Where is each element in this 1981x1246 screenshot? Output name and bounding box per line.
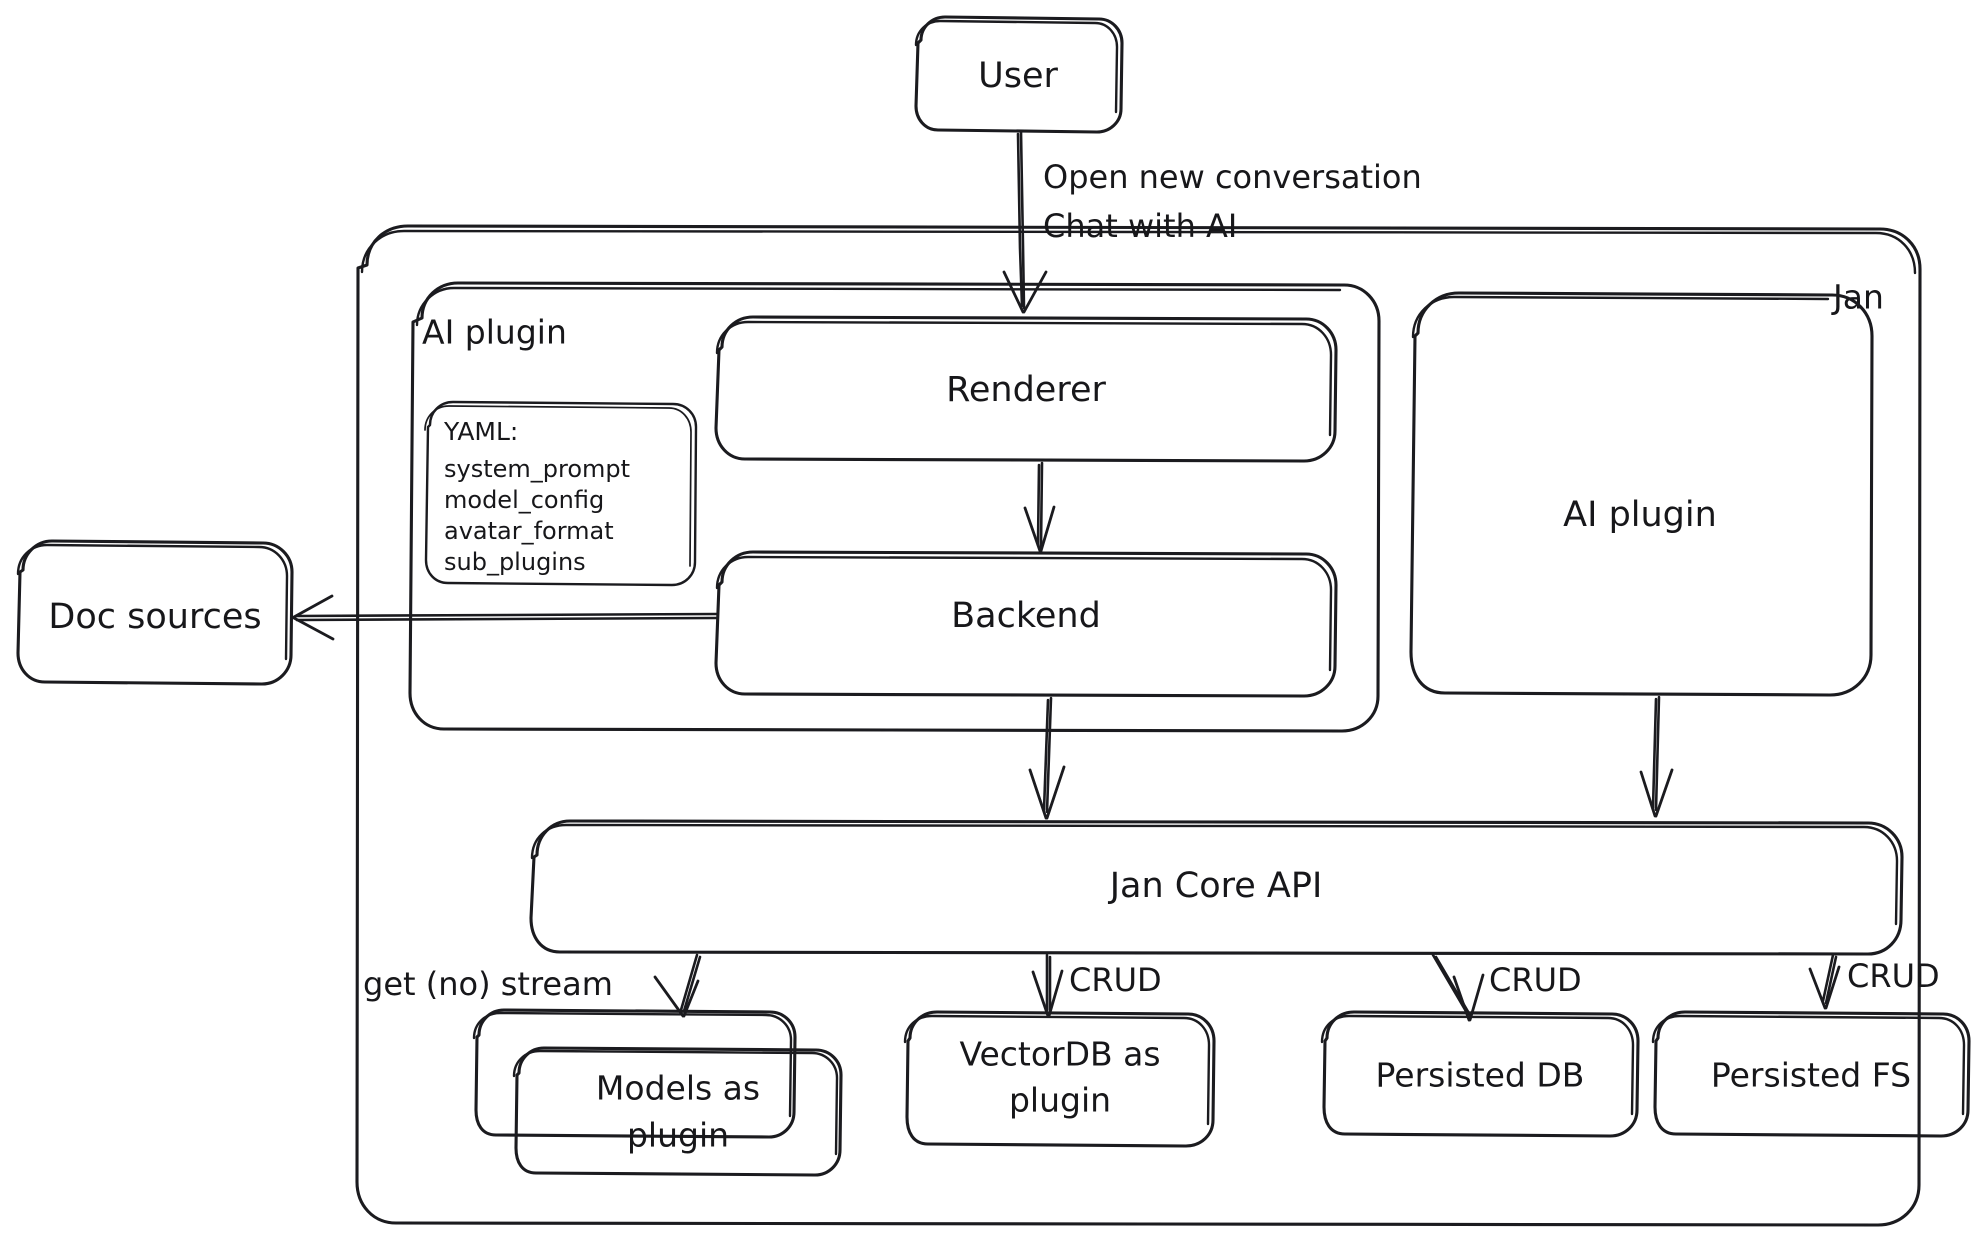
edge-aiplugin-core bbox=[1639, 695, 1674, 818]
node-models-plugin-label-line2: plugin bbox=[627, 1116, 729, 1155]
container-ai-plugin-group-label: AI plugin bbox=[422, 313, 567, 352]
node-models-plugin-back bbox=[472, 1008, 797, 1139]
node-user-label: User bbox=[978, 56, 1058, 96]
node-renderer[interactable] bbox=[714, 315, 1338, 463]
node-jan-core-api-label: Jan Core API bbox=[1108, 866, 1323, 906]
edge-backend-core bbox=[1028, 696, 1066, 820]
node-backend[interactable] bbox=[714, 550, 1338, 698]
yaml-card-header: YAML: bbox=[443, 417, 518, 446]
edge-core-models-label: get (no) stream bbox=[363, 965, 613, 1003]
edge-core-db bbox=[1431, 953, 1485, 1022]
edge-core-fs bbox=[1808, 953, 1841, 1010]
node-backend-label: Backend bbox=[951, 596, 1101, 636]
node-renderer-label: Renderer bbox=[946, 370, 1106, 410]
node-persisted-db-label: Persisted DB bbox=[1376, 1056, 1585, 1095]
edge-renderer-backend bbox=[1023, 461, 1056, 553]
node-user[interactable] bbox=[914, 15, 1124, 134]
edge-core-fs-label: CRUD bbox=[1847, 957, 1940, 995]
yaml-card-key-sub-plugins: sub_plugins bbox=[444, 548, 586, 576]
node-ai-plugin-label: AI plugin bbox=[1563, 495, 1717, 535]
container-ai-plugin-group bbox=[408, 281, 1381, 733]
edge-core-vectordb-label: CRUD bbox=[1069, 961, 1162, 999]
node-vectordb-plugin-label-line1: VectorDB as bbox=[959, 1035, 1160, 1074]
node-vectordb-plugin[interactable] bbox=[903, 1010, 1216, 1148]
node-jan-core-api[interactable] bbox=[529, 819, 1904, 956]
node-persisted-fs-label: Persisted FS bbox=[1711, 1056, 1911, 1095]
edge-core-vectordb bbox=[1031, 953, 1064, 1018]
edge-backend-docsources bbox=[292, 594, 718, 641]
node-models-plugin[interactable] bbox=[512, 1046, 843, 1177]
node-persisted-db[interactable] bbox=[1320, 1010, 1640, 1138]
node-doc-sources[interactable] bbox=[16, 539, 294, 686]
container-jan bbox=[355, 224, 1922, 1227]
node-persisted-fs[interactable] bbox=[1651, 1010, 1971, 1138]
edge-user-renderer bbox=[1002, 130, 1048, 314]
node-doc-sources-label: Doc sources bbox=[48, 597, 261, 637]
edge-core-db-label: CRUD bbox=[1489, 961, 1582, 999]
yaml-card-key-model-config: model_config bbox=[444, 486, 604, 514]
edge-core-models bbox=[653, 953, 702, 1018]
yaml-card-key-system-prompt: system_prompt bbox=[444, 455, 630, 483]
edge-user-renderer-label-line2: Chat with AI bbox=[1043, 207, 1237, 245]
node-ai-plugin[interactable] bbox=[1409, 291, 1874, 697]
yaml-card bbox=[424, 400, 698, 587]
edge-user-renderer-label-line1: Open new conversation bbox=[1043, 158, 1422, 196]
node-vectordb-plugin-label-line2: plugin bbox=[1009, 1081, 1111, 1120]
yaml-card-key-avatar-format: avatar_format bbox=[444, 517, 614, 545]
node-models-plugin-label-line1: Models as bbox=[596, 1069, 760, 1108]
